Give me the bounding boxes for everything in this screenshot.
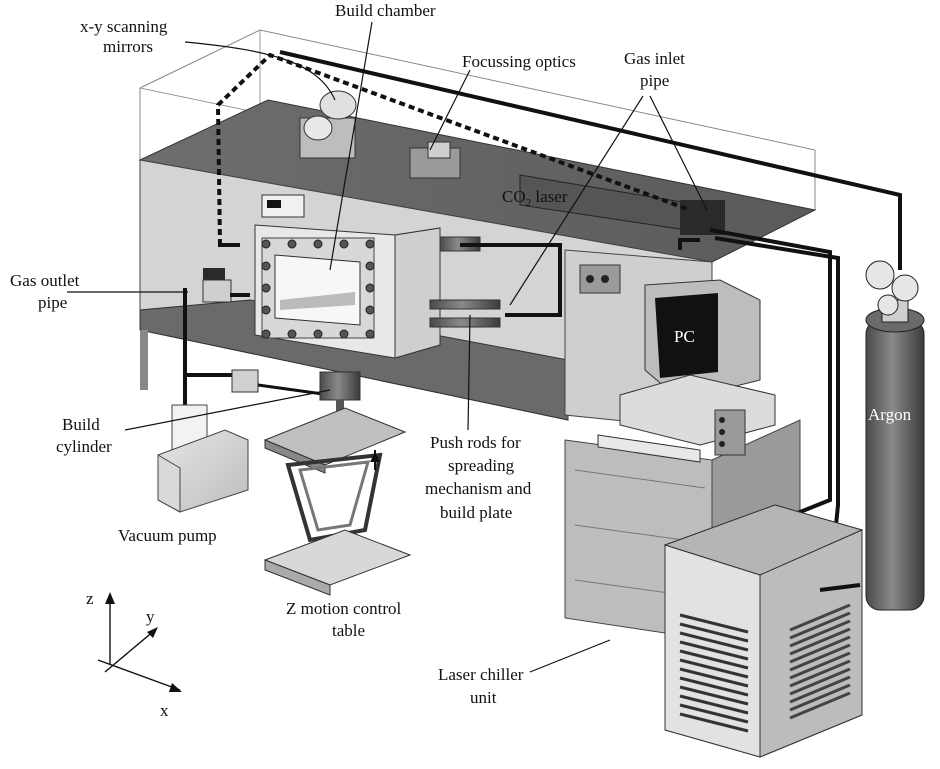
label-chiller-2: unit (470, 688, 497, 707)
chiller-vent-slot (679, 712, 749, 733)
label-gas-inlet-1: Gas inlet (624, 49, 685, 68)
chamber-bolt (261, 239, 271, 249)
pc-computer (597, 279, 776, 463)
label-argon: Argon (868, 405, 912, 424)
label-push-rods-2: spreading (448, 456, 515, 475)
chamber-bolt (339, 329, 349, 339)
chiller-vent-slot (679, 703, 749, 724)
label-co2-laser: CO2 laser (502, 187, 568, 209)
chamber-bolt (313, 329, 323, 339)
chamber-bolt (365, 329, 375, 339)
chiller-vent-slot (789, 611, 851, 640)
label-build-cylinder-1: Build (62, 415, 100, 434)
chamber-bolt (261, 283, 271, 293)
chiller-vent-slot (679, 658, 749, 679)
chiller-vent-slot (679, 622, 749, 643)
chamber-bolt (287, 239, 297, 249)
chiller-vent-slot (679, 613, 749, 634)
co2-laser-subscript: 2 (526, 197, 532, 209)
chamber-bolts (261, 239, 375, 339)
chiller-vent-slot (789, 627, 851, 656)
chiller-vent-slot (679, 640, 749, 661)
label-build-chamber: Build chamber (335, 1, 436, 20)
label-gas-outlet-1: Gas outlet (10, 271, 80, 290)
chiller-vent-slot (789, 651, 851, 680)
chiller-vent-slot (789, 683, 851, 712)
label-push-rods-4: build plate (440, 503, 512, 522)
chiller-vent-slot (789, 603, 851, 632)
scanning-mirrors (299, 90, 357, 159)
leader-lines (67, 21, 708, 673)
chamber-bolt (365, 261, 375, 271)
label-z-table-2: table (332, 621, 365, 640)
gas-outlet-pipe (183, 268, 331, 405)
xyz-axes (97, 592, 182, 692)
chiller-vent-slot (789, 635, 851, 664)
axis-label-x: x (160, 701, 169, 720)
chamber-bolt (365, 283, 375, 293)
chiller-vent-slot (789, 675, 851, 704)
chamber-bolt (339, 239, 349, 249)
label-push-rods-3: mechanism and (425, 479, 532, 498)
chamber-bolt (287, 329, 297, 339)
co2-laser-word: laser (531, 187, 568, 206)
argon-cylinder (865, 260, 925, 611)
label-focussing-optics: Focussing optics (462, 52, 576, 71)
label-gas-outlet-2: pipe (38, 293, 67, 312)
label-z-table-1: Z motion control (286, 599, 401, 618)
chiller-vent-slot (789, 619, 851, 648)
chiller-vent-slot (789, 643, 851, 672)
label-push-rods-1: Push rods for (430, 433, 521, 452)
vacuum-pump-unit (157, 404, 249, 513)
label-xy-mirrors-1: x-y scanning (80, 17, 168, 36)
chiller-vent-slot (679, 694, 749, 715)
chiller-vent-slot (789, 691, 851, 720)
label-pc: PC (674, 327, 695, 346)
co2-laser-co: CO (502, 187, 526, 206)
axis-label-y: y (146, 607, 155, 626)
chamber-bolt (365, 305, 375, 315)
chiller-vent-slot (789, 667, 851, 696)
chiller-vent-slot (679, 631, 749, 652)
chiller-vent-slot (679, 667, 749, 688)
laser-chiller (663, 504, 864, 758)
chiller-vent-slot (679, 685, 749, 706)
label-gas-inlet-2: pipe (640, 71, 669, 90)
co2-laser (519, 174, 725, 235)
chiller-vent-slot (789, 659, 851, 688)
chamber-bolt (365, 239, 375, 249)
axis-label-z: z (86, 589, 94, 608)
chiller-vent-slot (679, 676, 749, 697)
build-chamber (254, 224, 441, 359)
chamber-bolt (261, 261, 271, 271)
label-chiller-1: Laser chiller (438, 665, 524, 684)
chamber-bolt (261, 305, 271, 315)
label-xy-mirrors-2: mirrors (103, 37, 153, 56)
laser-beam-path (215, 52, 691, 246)
label-vacuum-pump: Vacuum pump (118, 526, 217, 545)
chiller-vent-slot (679, 649, 749, 670)
chamber-bolt (313, 239, 323, 249)
chamber-bolt (261, 329, 271, 339)
z-motion-table (263, 407, 412, 596)
label-build-cylinder-2: cylinder (56, 437, 112, 456)
focussing-optics (409, 141, 461, 179)
